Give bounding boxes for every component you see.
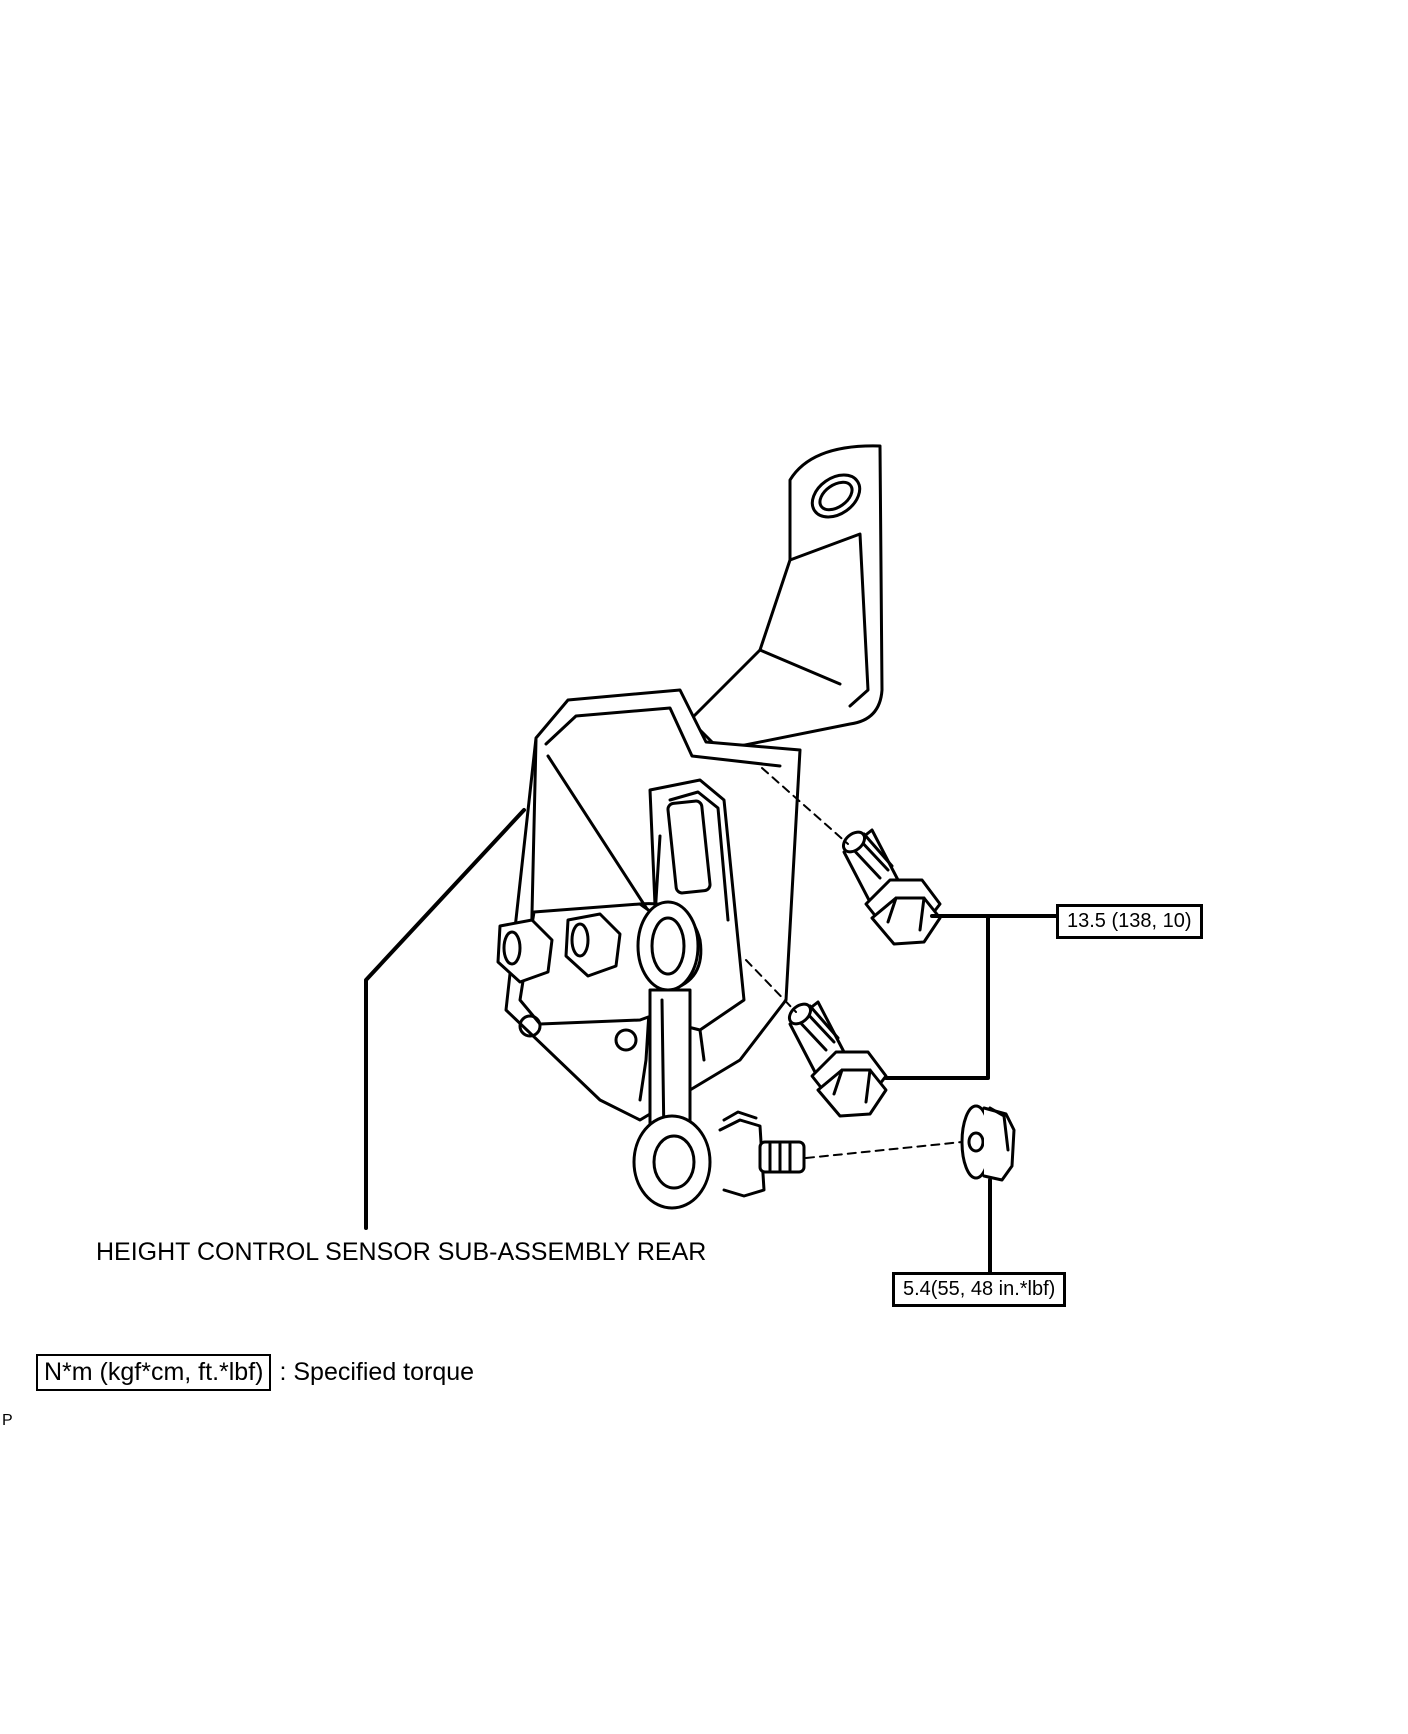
torque-spec-upper: 13.5 (138, 10) <box>1056 904 1203 939</box>
installation-paths <box>745 767 963 1159</box>
part-name-label: HEIGHT CONTROL SENSOR SUB-ASSEMBLY REAR <box>96 1238 707 1266</box>
torque-spec-lower: 5.4(55, 48 in.*lbf) <box>892 1272 1067 1307</box>
upper-bracket-arm <box>688 444 884 770</box>
flange-nut <box>960 1104 1016 1182</box>
legend-unit-box: N*m (kgf*cm, ft.*lbf) <box>36 1354 272 1392</box>
sensor-lever-block <box>496 900 703 1052</box>
leader-lines <box>364 808 1058 1274</box>
path-lower-bolt <box>745 959 797 1013</box>
upper-bolt <box>841 828 942 946</box>
corner-mark: P <box>2 1412 13 1429</box>
leader-torque-bracket <box>884 914 990 1080</box>
legend-description: : Specified torque <box>279 1358 475 1387</box>
path-nut <box>805 1141 963 1159</box>
torque-legend: N*m (kgf*cm, ft.*lbf) : Specified torque <box>36 1354 475 1392</box>
leader-part-name <box>364 808 526 1230</box>
link-rod <box>632 988 806 1210</box>
lower-bolt <box>787 1000 888 1118</box>
path-upper-bolt <box>761 767 849 845</box>
